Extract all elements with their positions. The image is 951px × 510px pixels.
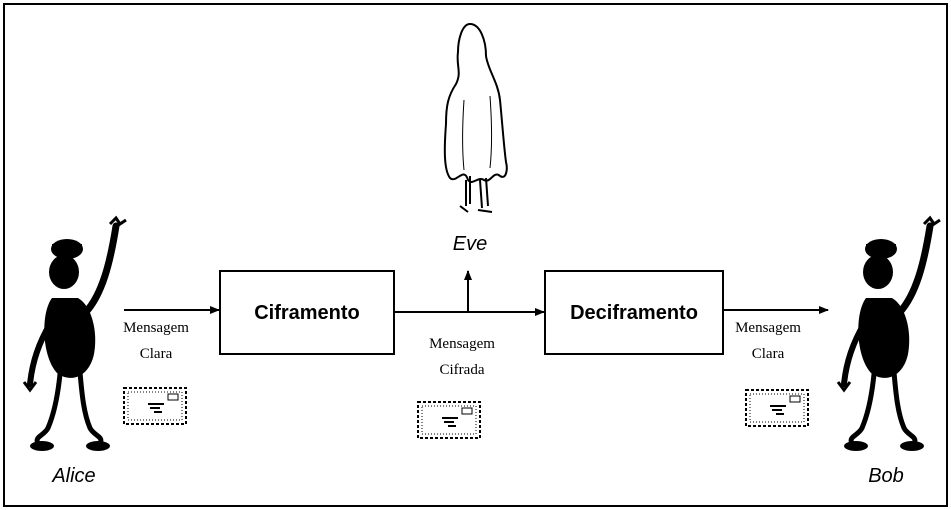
envelope-icon-center: [417, 401, 481, 439]
encrypt-box-label: Ciframento: [254, 302, 360, 324]
envelope-icon-left: [123, 387, 187, 425]
plain-message-right-line2: Clara: [752, 346, 785, 362]
bob-label: Bob: [868, 465, 904, 487]
cipher-message-line1: Mensagem: [429, 336, 495, 352]
decrypt-box: [544, 270, 724, 355]
cipher-message-line2: Cifrada: [440, 362, 485, 378]
plain-message-left-line2: Clara: [140, 346, 173, 362]
decrypt-box-label: Deciframento: [570, 302, 698, 324]
plain-message-right-line1: Mensagem: [735, 320, 801, 336]
alice-label: Alice: [51, 465, 95, 487]
plain-message-left-line1: Mensagem: [123, 320, 189, 336]
eve-label: Eve: [453, 233, 487, 255]
encrypt-box: [219, 270, 395, 355]
eve-ghost-figure: [443, 22, 508, 213]
envelope-icon-right: [745, 389, 809, 427]
